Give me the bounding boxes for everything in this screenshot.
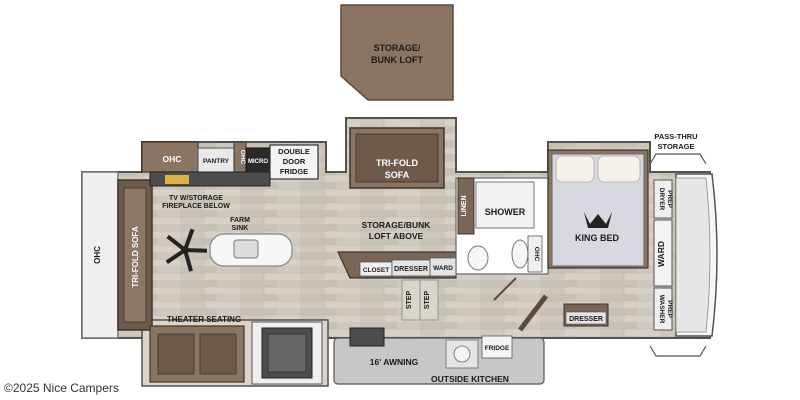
pass-thru-label-1: PASS-THRU <box>654 132 697 141</box>
farm-sink-label-1: FARM <box>230 217 250 224</box>
kitchen-counter: OHC PANTRY OHC MICRO DOUBLE DOOR FRIDGE … <box>141 141 319 210</box>
farm-sink-icon <box>233 239 259 259</box>
fireplace-icon <box>165 175 189 184</box>
dryer-prep-label-2: PREP <box>666 190 673 208</box>
closet-label: CLOSET <box>363 267 389 274</box>
entry-storage <box>251 321 323 385</box>
fridge-label-2: DOOR <box>283 157 306 166</box>
outdoor-sink-icon <box>453 345 471 363</box>
ohc-kitchen-label: OHC <box>163 154 182 164</box>
step-label-1: STEP <box>406 291 413 310</box>
fridge-outside-label: FRIDGE <box>485 345 510 352</box>
step-label-2: STEP <box>424 291 431 310</box>
steps: STEP STEP <box>401 279 439 321</box>
door-icon <box>493 277 517 301</box>
ohc-small-label: OHC <box>239 150 246 165</box>
loft-label-1: STORAGE/ <box>374 43 421 53</box>
dresser-right: DRESSER <box>493 277 609 332</box>
washer-prep-label-1: WASHER <box>658 295 665 324</box>
storage-bunk-loft: STORAGE/ BUNK LOFT <box>340 4 454 101</box>
tri-fold-sofa-top-label-2: SOFA <box>385 170 410 180</box>
tv-storage-label-1: TV W/STORAGE <box>169 195 223 202</box>
pantry-label: PANTRY <box>203 158 230 165</box>
pillow-icon <box>555 155 595 183</box>
pillow-icon <box>597 155 641 183</box>
linen-label: LINEN <box>461 196 468 217</box>
shower <box>475 181 535 229</box>
kitchen-island: FARM SINK <box>209 217 293 267</box>
toilet-icon <box>467 245 489 271</box>
awning-label: 16' AWNING <box>370 357 419 367</box>
dresser-right-label: DRESSER <box>569 316 603 323</box>
bathroom: LINEN SHOWER OHC <box>455 177 549 275</box>
ohc-bath-label: OHC <box>533 247 540 262</box>
fridge-label-1: DOUBLE <box>278 147 310 156</box>
tri-fold-sofa-top: TRI-FOLD SOFA <box>349 127 445 189</box>
loft-label-2: BUNK LOFT <box>371 55 423 65</box>
tri-fold-sofa-left-label: TRI-FOLD SOFA <box>131 226 140 288</box>
closet-dresser-unit: CLOSET DRESSER WARD <box>337 251 457 279</box>
bath-sink-icon <box>511 239 529 269</box>
king-bed: KING BED <box>547 149 649 269</box>
ceiling-fan-icon <box>165 228 208 272</box>
dresser-center-label: DRESSER <box>394 266 428 273</box>
micro-label: MICRO <box>248 159 268 165</box>
loft-above-label-2: LOFT ABOVE <box>369 231 424 241</box>
tri-fold-sofa-left: TRI-FOLD SOFA <box>117 179 153 331</box>
ohc-left-label: OHC <box>93 246 102 264</box>
crown-icon <box>584 212 612 228</box>
tri-fold-sofa-top-label-1: TRI-FOLD <box>376 158 418 168</box>
tv-storage-label-2: FIREPLACE BELOW <box>162 203 230 210</box>
shower-label: SHOWER <box>485 207 526 217</box>
farm-sink-label-2: SINK <box>232 225 249 232</box>
copyright-notice: ©2025 Nice Campers <box>4 381 119 395</box>
door-icon <box>518 294 548 332</box>
outside-kitchen: 16' AWNING FRIDGE OUTSIDE KITCHEN <box>333 327 545 385</box>
ward-right-label: WARD <box>656 241 666 267</box>
rear-wardrobes: DRYER PREP WARD WASHER PREP <box>653 173 718 337</box>
outside-kitchen-label: OUTSIDE KITCHEN <box>431 374 509 384</box>
loft-above-label-1: STORAGE/BUNK <box>362 220 432 230</box>
front-cap: OHC <box>81 171 119 339</box>
pass-thru-label-2: STORAGE <box>658 142 695 151</box>
theater-seating: THEATER SEATING <box>149 315 245 383</box>
fridge-label-3: FRIDGE <box>280 167 308 176</box>
king-bed-label: KING BED <box>575 233 620 243</box>
ward-small-label: WARD <box>433 265 453 272</box>
pass-thru-storage: PASS-THRU STORAGE <box>649 132 707 357</box>
washer-prep-label-2: PREP <box>666 300 673 318</box>
dryer-prep-label-1: DRYER <box>658 188 665 211</box>
theater-seating-label: THEATER SEATING <box>167 315 241 324</box>
